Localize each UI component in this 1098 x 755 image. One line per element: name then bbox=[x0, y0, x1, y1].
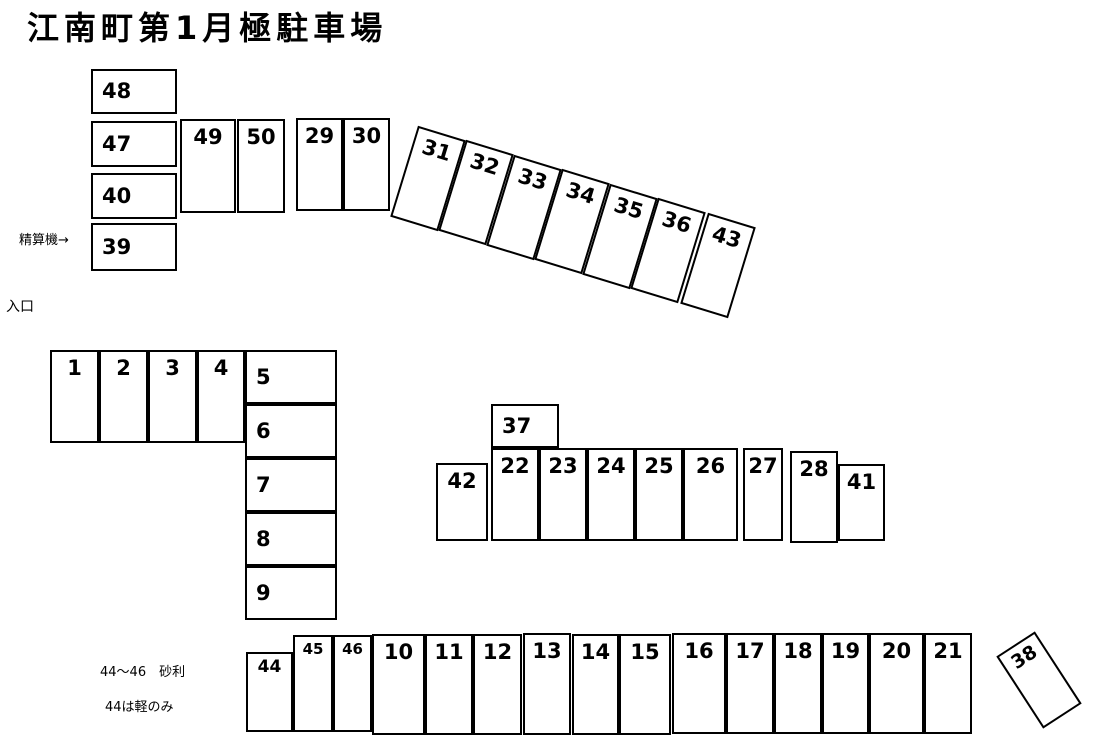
stall-number: 9 bbox=[256, 580, 271, 605]
stall-number: 46 bbox=[342, 640, 363, 658]
stall-number: 6 bbox=[256, 418, 271, 443]
stall-number: 40 bbox=[102, 183, 132, 208]
stall-16: 16 bbox=[672, 633, 726, 734]
stall-48: 48 bbox=[91, 69, 177, 114]
stall-number: 48 bbox=[102, 79, 132, 104]
stall-9: 9 bbox=[245, 566, 337, 620]
stall-45: 45 bbox=[293, 635, 333, 732]
stall-12: 12 bbox=[473, 634, 522, 735]
stall-number: 22 bbox=[500, 454, 530, 478]
stall-number: 30 bbox=[351, 124, 382, 148]
stall-28: 28 bbox=[790, 451, 838, 543]
stall-22: 22 bbox=[491, 448, 539, 541]
stall-number: 15 bbox=[630, 640, 660, 664]
stall-number: 16 bbox=[684, 639, 714, 663]
stall-1: 1 bbox=[50, 350, 99, 443]
stall-10: 10 bbox=[372, 634, 425, 735]
stall-number: 43 bbox=[709, 221, 745, 254]
stall-number: 25 bbox=[644, 454, 674, 478]
stall-number: 24 bbox=[596, 454, 626, 478]
stall-number: 4 bbox=[213, 356, 229, 380]
stall-4: 4 bbox=[197, 350, 245, 443]
stall-number: 1 bbox=[67, 356, 82, 380]
stall-11: 11 bbox=[425, 634, 473, 735]
stall-number: 35 bbox=[611, 192, 647, 225]
stall-number: 27 bbox=[748, 454, 778, 478]
stall-5: 5 bbox=[245, 350, 337, 404]
stall-39: 39 bbox=[91, 223, 177, 271]
stall-50: 50 bbox=[237, 119, 285, 213]
stall-49: 49 bbox=[180, 119, 236, 213]
stall-number: 11 bbox=[434, 640, 464, 664]
stall-24: 24 bbox=[587, 448, 635, 541]
stall-number: 13 bbox=[532, 639, 562, 663]
stall-number: 26 bbox=[695, 454, 726, 478]
stall-number: 37 bbox=[502, 413, 532, 438]
stall-number: 28 bbox=[799, 457, 829, 481]
payment-machine-label: 精算機→ bbox=[19, 233, 69, 248]
stall-number: 7 bbox=[256, 472, 271, 497]
stall-number: 41 bbox=[846, 470, 877, 494]
stall-25: 25 bbox=[635, 448, 683, 541]
stall-number: 14 bbox=[580, 640, 611, 664]
stall-number: 31 bbox=[419, 134, 455, 167]
stall-18: 18 bbox=[774, 633, 822, 734]
kei-only-note: 44は軽のみ bbox=[105, 700, 174, 715]
entrance-label: 入口 bbox=[6, 299, 34, 315]
stall-29: 29 bbox=[296, 118, 343, 211]
stall-number: 17 bbox=[735, 639, 765, 663]
stall-number: 47 bbox=[102, 131, 132, 156]
stall-number: 12 bbox=[482, 640, 513, 664]
stall-20: 20 bbox=[869, 633, 924, 734]
stall-27: 27 bbox=[743, 448, 783, 541]
stall-number: 38 bbox=[1007, 640, 1042, 674]
stall-14: 14 bbox=[572, 634, 619, 735]
stall-7: 7 bbox=[245, 458, 337, 512]
stall-number: 45 bbox=[302, 640, 324, 658]
stall-46: 46 bbox=[333, 635, 372, 732]
stall-number: 20 bbox=[881, 639, 912, 663]
stall-number: 29 bbox=[304, 124, 335, 148]
stall-number: 44 bbox=[257, 657, 282, 677]
stall-number: 36 bbox=[659, 206, 695, 239]
stall-number: 23 bbox=[548, 454, 578, 478]
stall-26: 26 bbox=[683, 448, 738, 541]
stall-number: 32 bbox=[467, 148, 503, 181]
stall-44: 44 bbox=[246, 652, 293, 732]
stall-47: 47 bbox=[91, 121, 177, 167]
stall-number: 33 bbox=[515, 163, 551, 196]
stall-number: 8 bbox=[256, 526, 271, 551]
stall-number: 18 bbox=[783, 639, 813, 663]
stall-number: 3 bbox=[165, 356, 180, 380]
stall-8: 8 bbox=[245, 512, 337, 566]
stall-13: 13 bbox=[523, 633, 571, 735]
stall-19: 19 bbox=[822, 633, 869, 734]
stall-37: 37 bbox=[491, 404, 559, 448]
stall-38: 38 bbox=[996, 631, 1082, 729]
stall-30: 30 bbox=[343, 118, 390, 211]
stall-number: 50 bbox=[246, 125, 276, 149]
stall-23: 23 bbox=[539, 448, 587, 541]
stall-2: 2 bbox=[99, 350, 148, 443]
stall-3: 3 bbox=[148, 350, 197, 443]
stall-number: 34 bbox=[563, 177, 599, 210]
stall-41: 41 bbox=[838, 464, 885, 541]
stall-number: 42 bbox=[447, 469, 477, 493]
stall-number: 2 bbox=[116, 356, 131, 380]
stall-number: 39 bbox=[102, 234, 132, 259]
stall-number: 5 bbox=[256, 364, 271, 389]
stall-number: 49 bbox=[193, 125, 223, 149]
stall-40: 40 bbox=[91, 173, 177, 219]
stall-number: 10 bbox=[383, 640, 414, 664]
page-title: 江南町第1月極駐車場 bbox=[27, 9, 388, 47]
stall-number: 21 bbox=[933, 639, 963, 663]
stall-15: 15 bbox=[619, 634, 671, 735]
stall-42: 42 bbox=[436, 463, 488, 541]
stall-number: 19 bbox=[830, 639, 861, 663]
gravel-note: 44～46 砂利 bbox=[100, 665, 186, 680]
stall-6: 6 bbox=[245, 404, 337, 458]
stall-17: 17 bbox=[726, 633, 774, 734]
stall-21: 21 bbox=[924, 633, 972, 734]
